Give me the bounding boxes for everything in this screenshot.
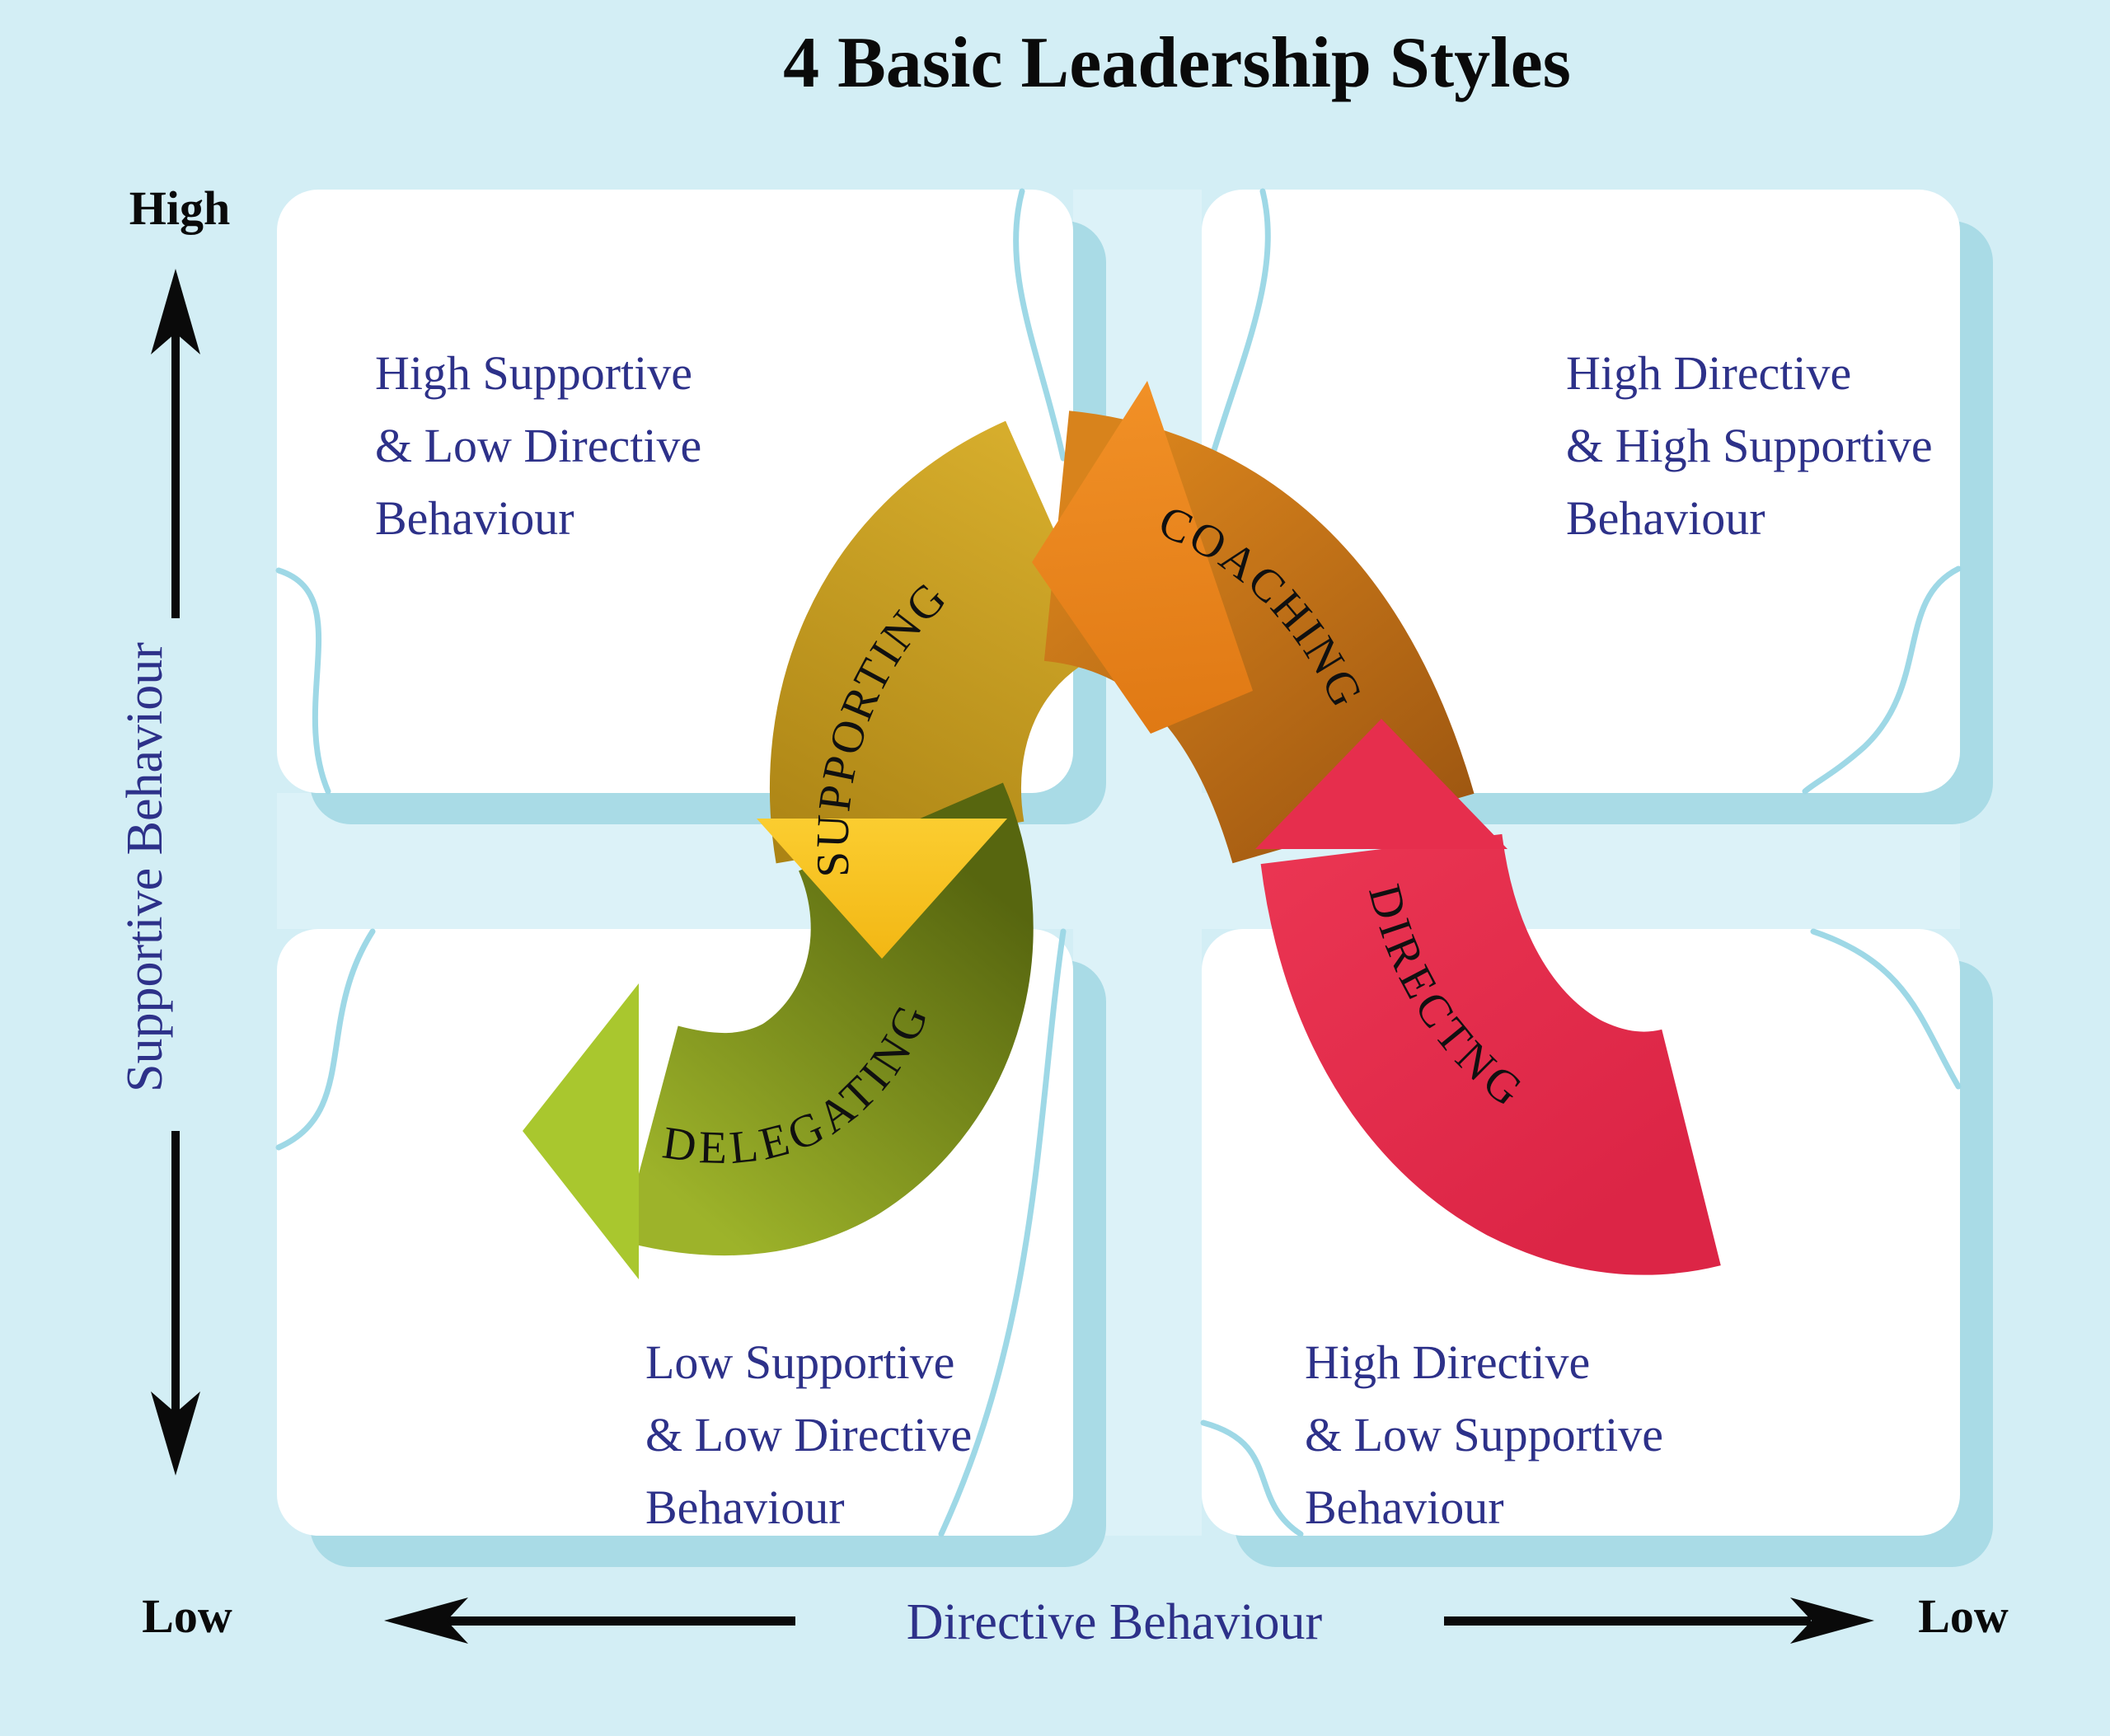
caption-top-right-line1: High Directive	[1566, 346, 1851, 400]
squiggle-top-left-card-right	[1013, 188, 1067, 462]
caption-bottom-left: Low Supportive & Low Directive Behaviour	[645, 1335, 972, 1534]
y-axis: High Supportive Behaviour Low	[117, 181, 232, 1643]
quadrant-captions: High Supportive & Low Directive Behaviou…	[375, 346, 1933, 1534]
card-squiggles	[275, 188, 1962, 1537]
caption-top-left-line1: High Supportive	[375, 346, 692, 400]
coaching-arrowhead-left-icon	[1032, 381, 1253, 734]
x-axis-right-low-label: Low	[1918, 1589, 2009, 1643]
y-axis-high-label: High	[129, 181, 231, 235]
squiggle-bottom-left-card-corner	[275, 928, 376, 1151]
y-axis-up-arrowhead-icon	[151, 269, 200, 354]
leadership-flow-arrows	[523, 381, 1721, 1279]
squiggle-top-left-card-corner	[275, 567, 331, 795]
caption-bottom-right-line2: & Low Supportive	[1305, 1408, 1663, 1462]
x-axis-right-shaft	[1444, 1616, 1811, 1626]
caption-top-left-line3: Behaviour	[375, 491, 574, 545]
caption-top-right: High Directive & High Supportive Behavio…	[1566, 346, 1933, 545]
supporting-band	[770, 420, 1111, 864]
y-axis-upper-shaft	[171, 297, 180, 618]
delegating-arrowhead-left-icon	[523, 983, 639, 1279]
x-axis: Directive Behaviour Low	[384, 1589, 2009, 1650]
squiggle-top-right-card-left	[1208, 188, 1271, 462]
caption-bottom-right-line3: Behaviour	[1305, 1480, 1504, 1534]
caption-bottom-left-line1: Low Supportive	[645, 1335, 954, 1389]
x-axis-left-arrowhead-icon	[384, 1598, 468, 1644]
caption-bottom-left-line3: Behaviour	[645, 1480, 845, 1534]
caption-bottom-right-line1: High Directive	[1305, 1335, 1590, 1389]
squiggle-bottom-left-card-right	[938, 928, 1067, 1537]
caption-bottom-left-line2: & Low Directive	[645, 1408, 972, 1462]
caption-top-right-line3: Behaviour	[1566, 491, 1765, 545]
caption-top-left: High Supportive & Low Directive Behaviou…	[375, 346, 701, 545]
squiggle-top-right-card-corner	[1802, 565, 1962, 795]
page-title: 4 Basic Leadership Styles	[783, 23, 1571, 103]
directing-arrowhead-up-icon	[1255, 719, 1507, 849]
directing-band	[1260, 832, 1721, 1275]
caption-bottom-right: High Directive & Low Supportive Behaviou…	[1305, 1335, 1663, 1534]
x-axis-left-shaft	[429, 1616, 795, 1626]
y-axis-down-arrowhead-icon	[151, 1391, 200, 1476]
y-axis-low-label: Low	[142, 1589, 232, 1643]
y-axis-title: Supportive Behaviour	[117, 642, 173, 1092]
y-axis-lower-shaft	[171, 1131, 180, 1438]
x-axis-title: Directive Behaviour	[907, 1594, 1323, 1650]
delegating-band	[621, 782, 1034, 1256]
caption-top-right-line2: & High Supportive	[1566, 419, 1933, 472]
squiggle-bottom-right-card-corner	[1200, 1419, 1304, 1537]
squiggle-bottom-right-card-top	[1810, 928, 1962, 1090]
caption-top-left-line2: & Low Directive	[375, 419, 701, 472]
supporting-arrowhead-down-icon	[757, 819, 1007, 959]
x-axis-right-arrowhead-icon	[1790, 1598, 1874, 1644]
